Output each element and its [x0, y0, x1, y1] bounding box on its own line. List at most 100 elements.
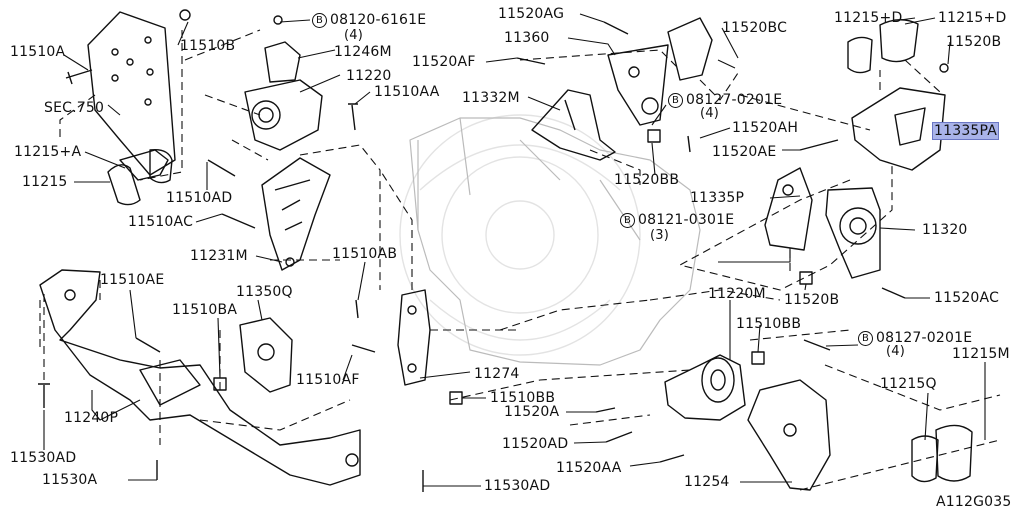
label-11254: 11254 [684, 474, 730, 490]
bolt-11520aa [659, 454, 685, 463]
label-11335pa-highlighted[interactable]: 11335PA [932, 122, 1000, 140]
bolt-11510ac [221, 213, 256, 229]
bolt-08127-lower [803, 339, 831, 351]
label-08121-0301e-text: 08121-0301E [638, 212, 735, 228]
part-bracket-11274 [397, 289, 431, 386]
label-11274: 11274 [474, 366, 520, 382]
label-11510aa: 11510AA [374, 84, 440, 100]
part-bracket-11335p [764, 167, 813, 251]
label-11520bc: 11520BC [722, 20, 788, 36]
part-mount-11220m [664, 354, 746, 421]
part-bracket-11335pa [851, 63, 949, 171]
bolt-type-badge: B [312, 13, 327, 28]
engine-block [409, 117, 701, 366]
bolt-11510a [65, 69, 93, 85]
label-08127-0201e-b-text: 08127-0201E [876, 330, 973, 346]
label-11350q: 11350Q [236, 284, 293, 300]
nut-11510ba [213, 377, 227, 391]
label-qty-3: (3) [650, 228, 670, 243]
part-bracket-11231m [261, 157, 331, 271]
label-11335p: 11335P [690, 190, 745, 206]
bolt-11520ah [687, 135, 691, 153]
label-11510af: 11510AF [296, 372, 360, 388]
diagram-code: A112G035 [936, 494, 1012, 510]
label-11215q: 11215Q [880, 376, 937, 392]
label-08120-6161e-text: 08120-6161E [330, 12, 427, 28]
bolt-11520ad [605, 431, 633, 443]
bolt-11510ad [207, 159, 236, 177]
label-11520aa: 11520AA [556, 460, 622, 476]
label-11215-d-1: 11215+D [834, 10, 903, 26]
label-11246m: 11246M [334, 44, 392, 60]
bolt-11530ad-left [38, 383, 50, 408]
bolt-type-badge: B [858, 331, 873, 346]
label-11510ad: 11510AD [166, 190, 233, 206]
assembly-guide-lines [39, 29, 1001, 491]
label-11520b-top: 11520B [946, 34, 1002, 50]
bolt-type-badge: B [620, 213, 635, 228]
label-11231m: 11231M [190, 248, 248, 264]
label-11520b: 11520B [784, 292, 840, 308]
part-bracket-11220 [244, 15, 323, 151]
label-11530ad-bottom: 11530AD [484, 478, 551, 494]
bolt-11520a [595, 407, 616, 413]
label-11510bb-lower: 11510BB [490, 390, 556, 406]
nut-11520bb [647, 129, 661, 143]
label-11520ag: 11520AG [498, 6, 565, 22]
bolt-11510ae [135, 337, 161, 353]
label-11520bb: 11520BB [614, 172, 680, 188]
part-bracket-11510a [87, 9, 191, 176]
label-08127-0201e-a-text: 08127-0201E [686, 92, 783, 108]
bolt-11510ab [355, 299, 359, 319]
label-11520ad: 11520AD [502, 436, 569, 452]
part-pads-11215 [107, 149, 173, 206]
nut-11510bb-lower [449, 391, 463, 405]
label-11215-d-2: 11215+D [938, 10, 1007, 26]
label-11510a: 11510A [10, 44, 66, 60]
part-bracket-11520bc [667, 17, 713, 81]
bolt-type-badge: B [668, 93, 683, 108]
label-11215-a: 11215+A [14, 144, 82, 160]
watermark-emblem [399, 114, 641, 356]
part-mount-11320 [825, 187, 881, 279]
label-11520ac: 11520AC [934, 290, 1000, 306]
label-11220: 11220 [346, 68, 392, 84]
part-crossmember-11240p [39, 269, 361, 486]
label-11220m: 11220M [708, 286, 766, 302]
label-qty-4a: (4) [344, 28, 364, 43]
part-bracket-11332m [531, 89, 616, 161]
label-11530a: 11530A [42, 472, 98, 488]
label-11520a: 11520A [504, 404, 560, 420]
label-11520af: 11520AF [412, 54, 476, 70]
bolt-11520af [516, 57, 546, 65]
label-11510ae: 11510AE [100, 272, 165, 288]
bolt-11510aa [348, 103, 358, 131]
leader-lines [43, 13, 986, 487]
label-11360: 11360 [504, 30, 550, 46]
part-mount-11350q [239, 317, 293, 393]
label-11332m: 11332M [462, 90, 520, 106]
label-11520ae: 11520AE [712, 144, 777, 160]
nut-11520b [799, 271, 813, 285]
label-11215m: 11215M [952, 346, 1010, 362]
label-11520ah: 11520AH [732, 120, 799, 136]
label-qty-4b: (4) [700, 106, 720, 121]
label-11510ba: 11510BA [172, 302, 238, 318]
nut-11510bb-upper [751, 351, 765, 365]
part-mount-11360 [607, 44, 669, 126]
label-11510bb-upper: 11510BB [736, 316, 802, 332]
label-11215: 11215 [22, 174, 68, 190]
part-bracket-11254 [747, 379, 831, 491]
bolt-11520ae [799, 139, 839, 151]
label-11320: 11320 [922, 222, 968, 238]
label-qty-4c: (4) [886, 344, 906, 359]
part-pads-11215q [911, 424, 973, 483]
label-11530ad-left: 11530AD [10, 450, 77, 466]
bolt-11520ag [603, 21, 629, 35]
